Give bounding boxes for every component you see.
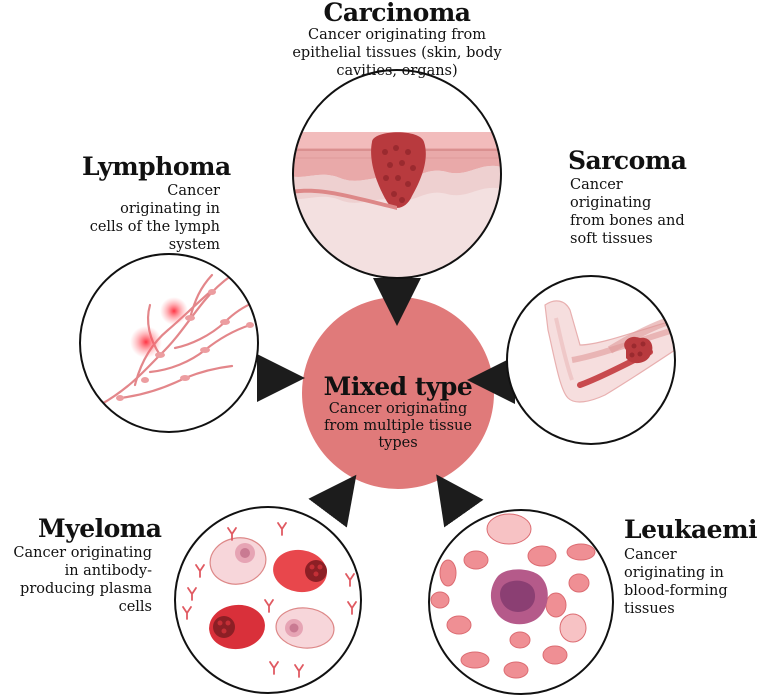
sarcoma-title: Sarcoma bbox=[568, 146, 687, 175]
leukaemia-description: Cancer originating in blood-forming tiss… bbox=[624, 546, 758, 618]
lymphoma-desc-line: Cancer bbox=[167, 183, 220, 199]
mixed-type-description: Cancer originating from multiple tissue … bbox=[308, 401, 488, 452]
blood-cells-icon bbox=[428, 509, 614, 695]
myeloma-description: Cancer originating in antibody- producin… bbox=[0, 544, 152, 616]
sarcoma-desc-line: soft tissues bbox=[570, 231, 653, 247]
carcinoma-description: Cancer originating from epithelial tissu… bbox=[262, 26, 532, 80]
arrows bbox=[257, 278, 515, 528]
mixed-type-desc-line: types bbox=[378, 435, 418, 451]
myeloma-desc-line: in antibody- bbox=[64, 563, 152, 579]
mixed-type-title: Mixed type bbox=[323, 372, 473, 401]
arm-bone-tumor-icon bbox=[506, 275, 676, 445]
myeloma-title: Myeloma bbox=[38, 514, 162, 543]
lymphoma-desc-line: cells of the lymph bbox=[89, 219, 220, 235]
leukaemia-desc-line: Cancer bbox=[624, 547, 677, 563]
carcinoma-desc-line: Cancer originating from bbox=[308, 27, 486, 43]
lymphoma-desc-line: originating in bbox=[120, 201, 220, 217]
lymphoma-title: Lymphoma bbox=[82, 152, 231, 181]
sarcoma-description: Cancer originating from bones and soft t… bbox=[570, 176, 730, 248]
carcinoma-title: Carcinoma bbox=[323, 0, 472, 27]
plasma-cells-icon bbox=[174, 506, 362, 694]
lymphoma-description: Cancer originating in cells of the lymph… bbox=[60, 182, 220, 254]
carcinoma-desc-line: cavities, organs) bbox=[336, 63, 458, 79]
mixed-type-desc-line: from multiple tissue bbox=[324, 418, 472, 434]
lymph-vessels-icon bbox=[79, 253, 259, 433]
arrow-myeloma bbox=[308, 474, 357, 528]
myeloma-desc-line: producing plasma bbox=[20, 581, 152, 597]
sarcoma-desc-line: from bones and bbox=[570, 213, 685, 229]
mixed-type-circle bbox=[302, 297, 494, 489]
lymphoma-desc-line: system bbox=[168, 237, 220, 253]
leukaemia-desc-line: tissues bbox=[624, 601, 675, 617]
leukaemia-desc-line: originating in bbox=[624, 565, 724, 581]
skin-tumor-icon bbox=[292, 69, 502, 279]
leukaemia-title: Leukaemia bbox=[624, 515, 758, 544]
myeloma-desc-line: Cancer originating bbox=[13, 545, 152, 561]
leukaemia-desc-line: blood-forming bbox=[624, 583, 728, 599]
arrow-leukaemia bbox=[436, 474, 484, 528]
sarcoma-desc-line: Cancer bbox=[570, 177, 623, 193]
sarcoma-desc-line: originating bbox=[570, 195, 652, 211]
carcinoma-desc-line: epithelial tissues (skin, body bbox=[292, 45, 502, 61]
mixed-type-desc-line: Cancer originating bbox=[328, 401, 468, 417]
myeloma-desc-line: cells bbox=[118, 599, 152, 615]
